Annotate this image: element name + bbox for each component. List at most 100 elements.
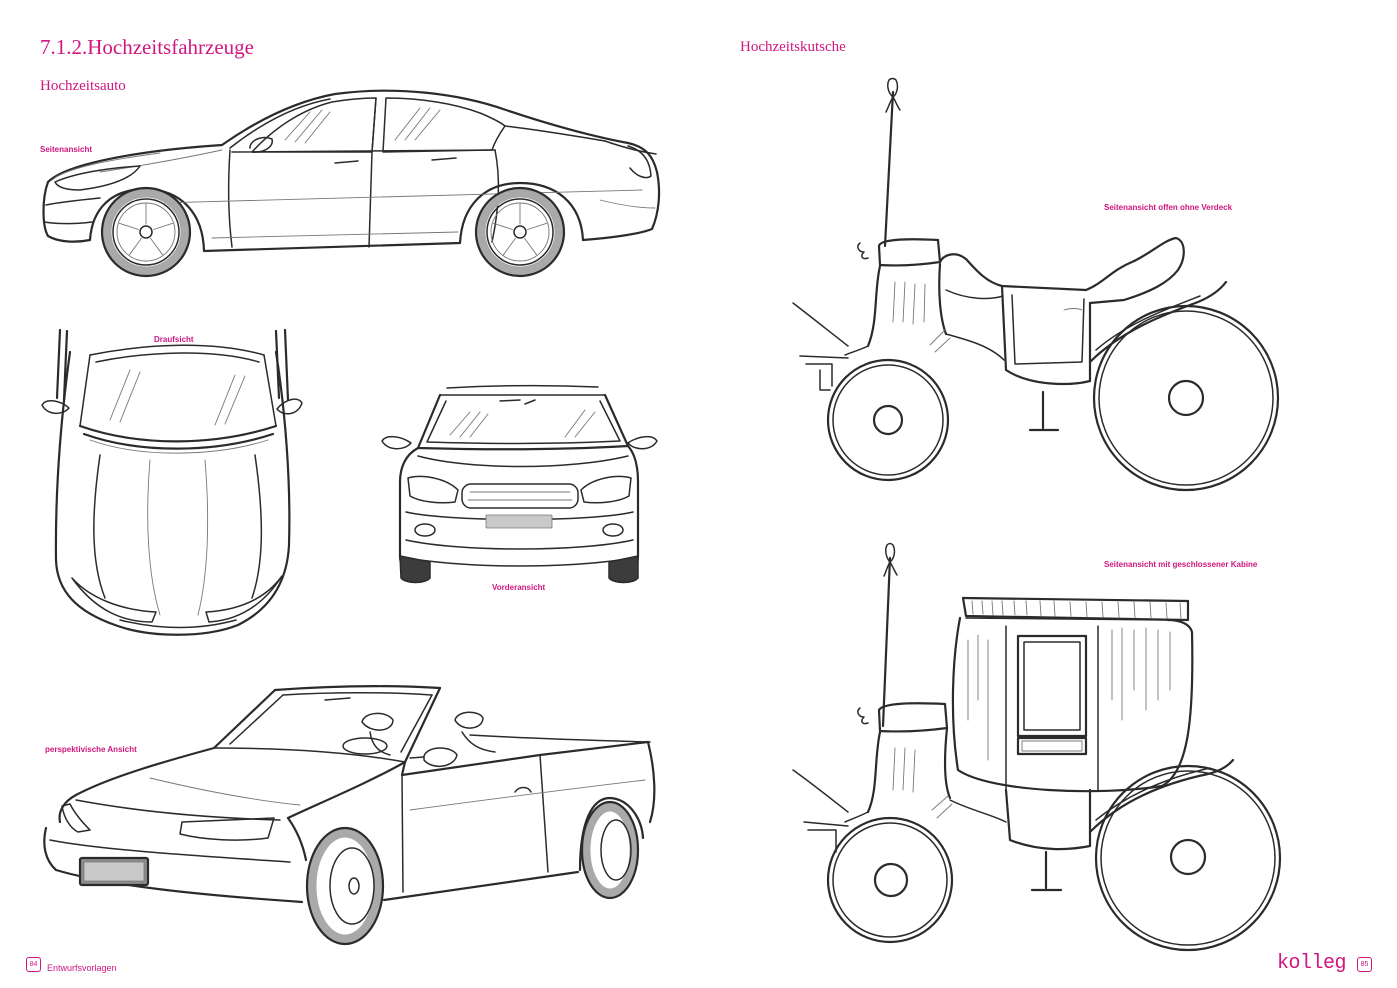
sketch-stroke <box>883 561 898 577</box>
sketch-stroke <box>369 731 496 756</box>
sketch-stroke <box>1169 838 1207 876</box>
sketch-stroke <box>51 152 161 181</box>
sketch-stroke <box>600 819 632 881</box>
sketch-stroke <box>426 400 621 445</box>
open-carriage-front-wheel <box>826 358 950 482</box>
front-view-right-mirror <box>627 435 658 450</box>
sketch-stroke <box>348 877 360 895</box>
open-carriage-rear-wheel <box>1092 304 1280 492</box>
sketch-stroke <box>1092 304 1280 492</box>
left-page-number: 84 <box>26 957 41 972</box>
sketch-stroke <box>866 264 882 348</box>
sketch-stroke <box>803 821 849 853</box>
sketch-stroke <box>89 344 265 356</box>
sketch-stroke <box>139 225 153 239</box>
sketch-stroke <box>832 364 944 476</box>
sketch-stroke <box>1063 308 1083 311</box>
sketch-stroke <box>945 289 1004 300</box>
passenger-seat <box>938 236 1185 305</box>
front-view-left-headlight <box>407 475 459 504</box>
sedan-side-view-sketch <box>42 89 661 278</box>
sketch-stroke <box>213 747 406 763</box>
sketch-stroke <box>99 149 223 173</box>
top-view-left-mirror <box>41 400 70 414</box>
sedan-rear-window <box>382 97 506 153</box>
sketch-stroke <box>892 747 916 793</box>
closed-carriage-side-view-sketch <box>792 542 1282 952</box>
sketch-stroke <box>1023 641 1081 731</box>
sketch-stroke <box>1000 284 1092 385</box>
sketch-stroke <box>844 345 869 356</box>
sketch-stroke <box>231 149 496 153</box>
sketch-stroke <box>58 746 216 824</box>
sketch-stroke <box>873 862 909 898</box>
sketch-stroke <box>476 188 564 276</box>
sketch-stroke <box>119 619 237 629</box>
sketch-stroke <box>43 221 93 225</box>
sketch-stroke <box>251 454 263 599</box>
sketch-stroke <box>419 559 621 567</box>
sketch-stroke <box>581 802 639 898</box>
convertible-rear-wheel <box>580 800 640 900</box>
sketch-stroke <box>1004 788 1092 851</box>
top-view-right-mirror <box>276 398 303 415</box>
sketch-stroke <box>467 491 573 501</box>
sketch-stroke <box>83 861 145 882</box>
sketch-stroke <box>109 369 246 426</box>
sketch-stroke <box>961 596 1190 622</box>
sketch-stroke <box>197 459 209 616</box>
sketch-stroke <box>539 754 549 873</box>
sketch-stroke <box>401 774 404 893</box>
sketch-stroke <box>1021 740 1083 752</box>
sketch-stroke <box>491 149 500 243</box>
open-carriage-label: Seitenansicht offen ohne Verdeck <box>1104 203 1233 212</box>
sketch-stroke <box>305 826 385 946</box>
cabin-window <box>1016 634 1088 738</box>
sketch-stroke <box>89 439 269 454</box>
cabin-roof <box>961 596 1190 603</box>
convertible-side-mirror <box>423 747 458 767</box>
sketch-stroke <box>147 459 161 616</box>
closed-carriage-rear-wheel <box>1094 764 1282 952</box>
sketch-stroke <box>394 107 441 141</box>
sketch-stroke <box>832 822 948 938</box>
section-title: 7.1.2.Hochzeitsfahrzeuge <box>40 35 254 59</box>
sedan-door-handle <box>431 157 457 161</box>
sketch-stroke <box>580 800 640 900</box>
sketch-stroke <box>965 617 1169 621</box>
sketch-stroke <box>382 870 580 902</box>
sedan-tail-light <box>627 145 652 179</box>
sketch-stroke <box>792 302 849 347</box>
sketch-stroke <box>646 740 656 824</box>
sketch-stroke <box>1111 627 1171 721</box>
top-view-right-headlight <box>205 575 283 623</box>
sketch-stroke <box>368 97 377 248</box>
front-view-right-headlight <box>580 475 632 504</box>
sketch-stroke <box>46 89 661 242</box>
convertible-left-headlight <box>61 803 91 833</box>
sketch-stroke <box>504 125 606 142</box>
sketch-stroke <box>1094 764 1282 952</box>
sketch-stroke <box>164 189 643 204</box>
sketch-stroke <box>409 756 425 759</box>
top-view-left-headlight <box>71 577 157 623</box>
sketch-stroke <box>75 799 281 821</box>
sketch-stroke <box>1016 736 1088 756</box>
sketch-stroke <box>55 328 290 402</box>
convertible-passenger-headrest <box>454 711 484 729</box>
convertible-right-headlight <box>179 817 275 841</box>
sketch-stroke <box>857 242 869 260</box>
front-view-left-mirror <box>381 435 412 450</box>
wedding-carriage-heading: Hochzeitskutsche <box>740 39 846 55</box>
sketch-stroke <box>42 180 585 253</box>
sketch-stroke <box>409 779 646 811</box>
convertible-driver-headrest <box>361 712 394 731</box>
sketch-stroke <box>513 225 527 239</box>
car-front-view-sketch <box>381 384 658 584</box>
sketch-stroke <box>282 692 433 696</box>
sketch-stroke <box>1005 625 1099 791</box>
carriage-step <box>1028 390 1060 432</box>
right-page-number: 85 <box>1357 957 1372 972</box>
sketch-stroke <box>100 186 192 278</box>
sketch-stroke <box>79 354 277 427</box>
